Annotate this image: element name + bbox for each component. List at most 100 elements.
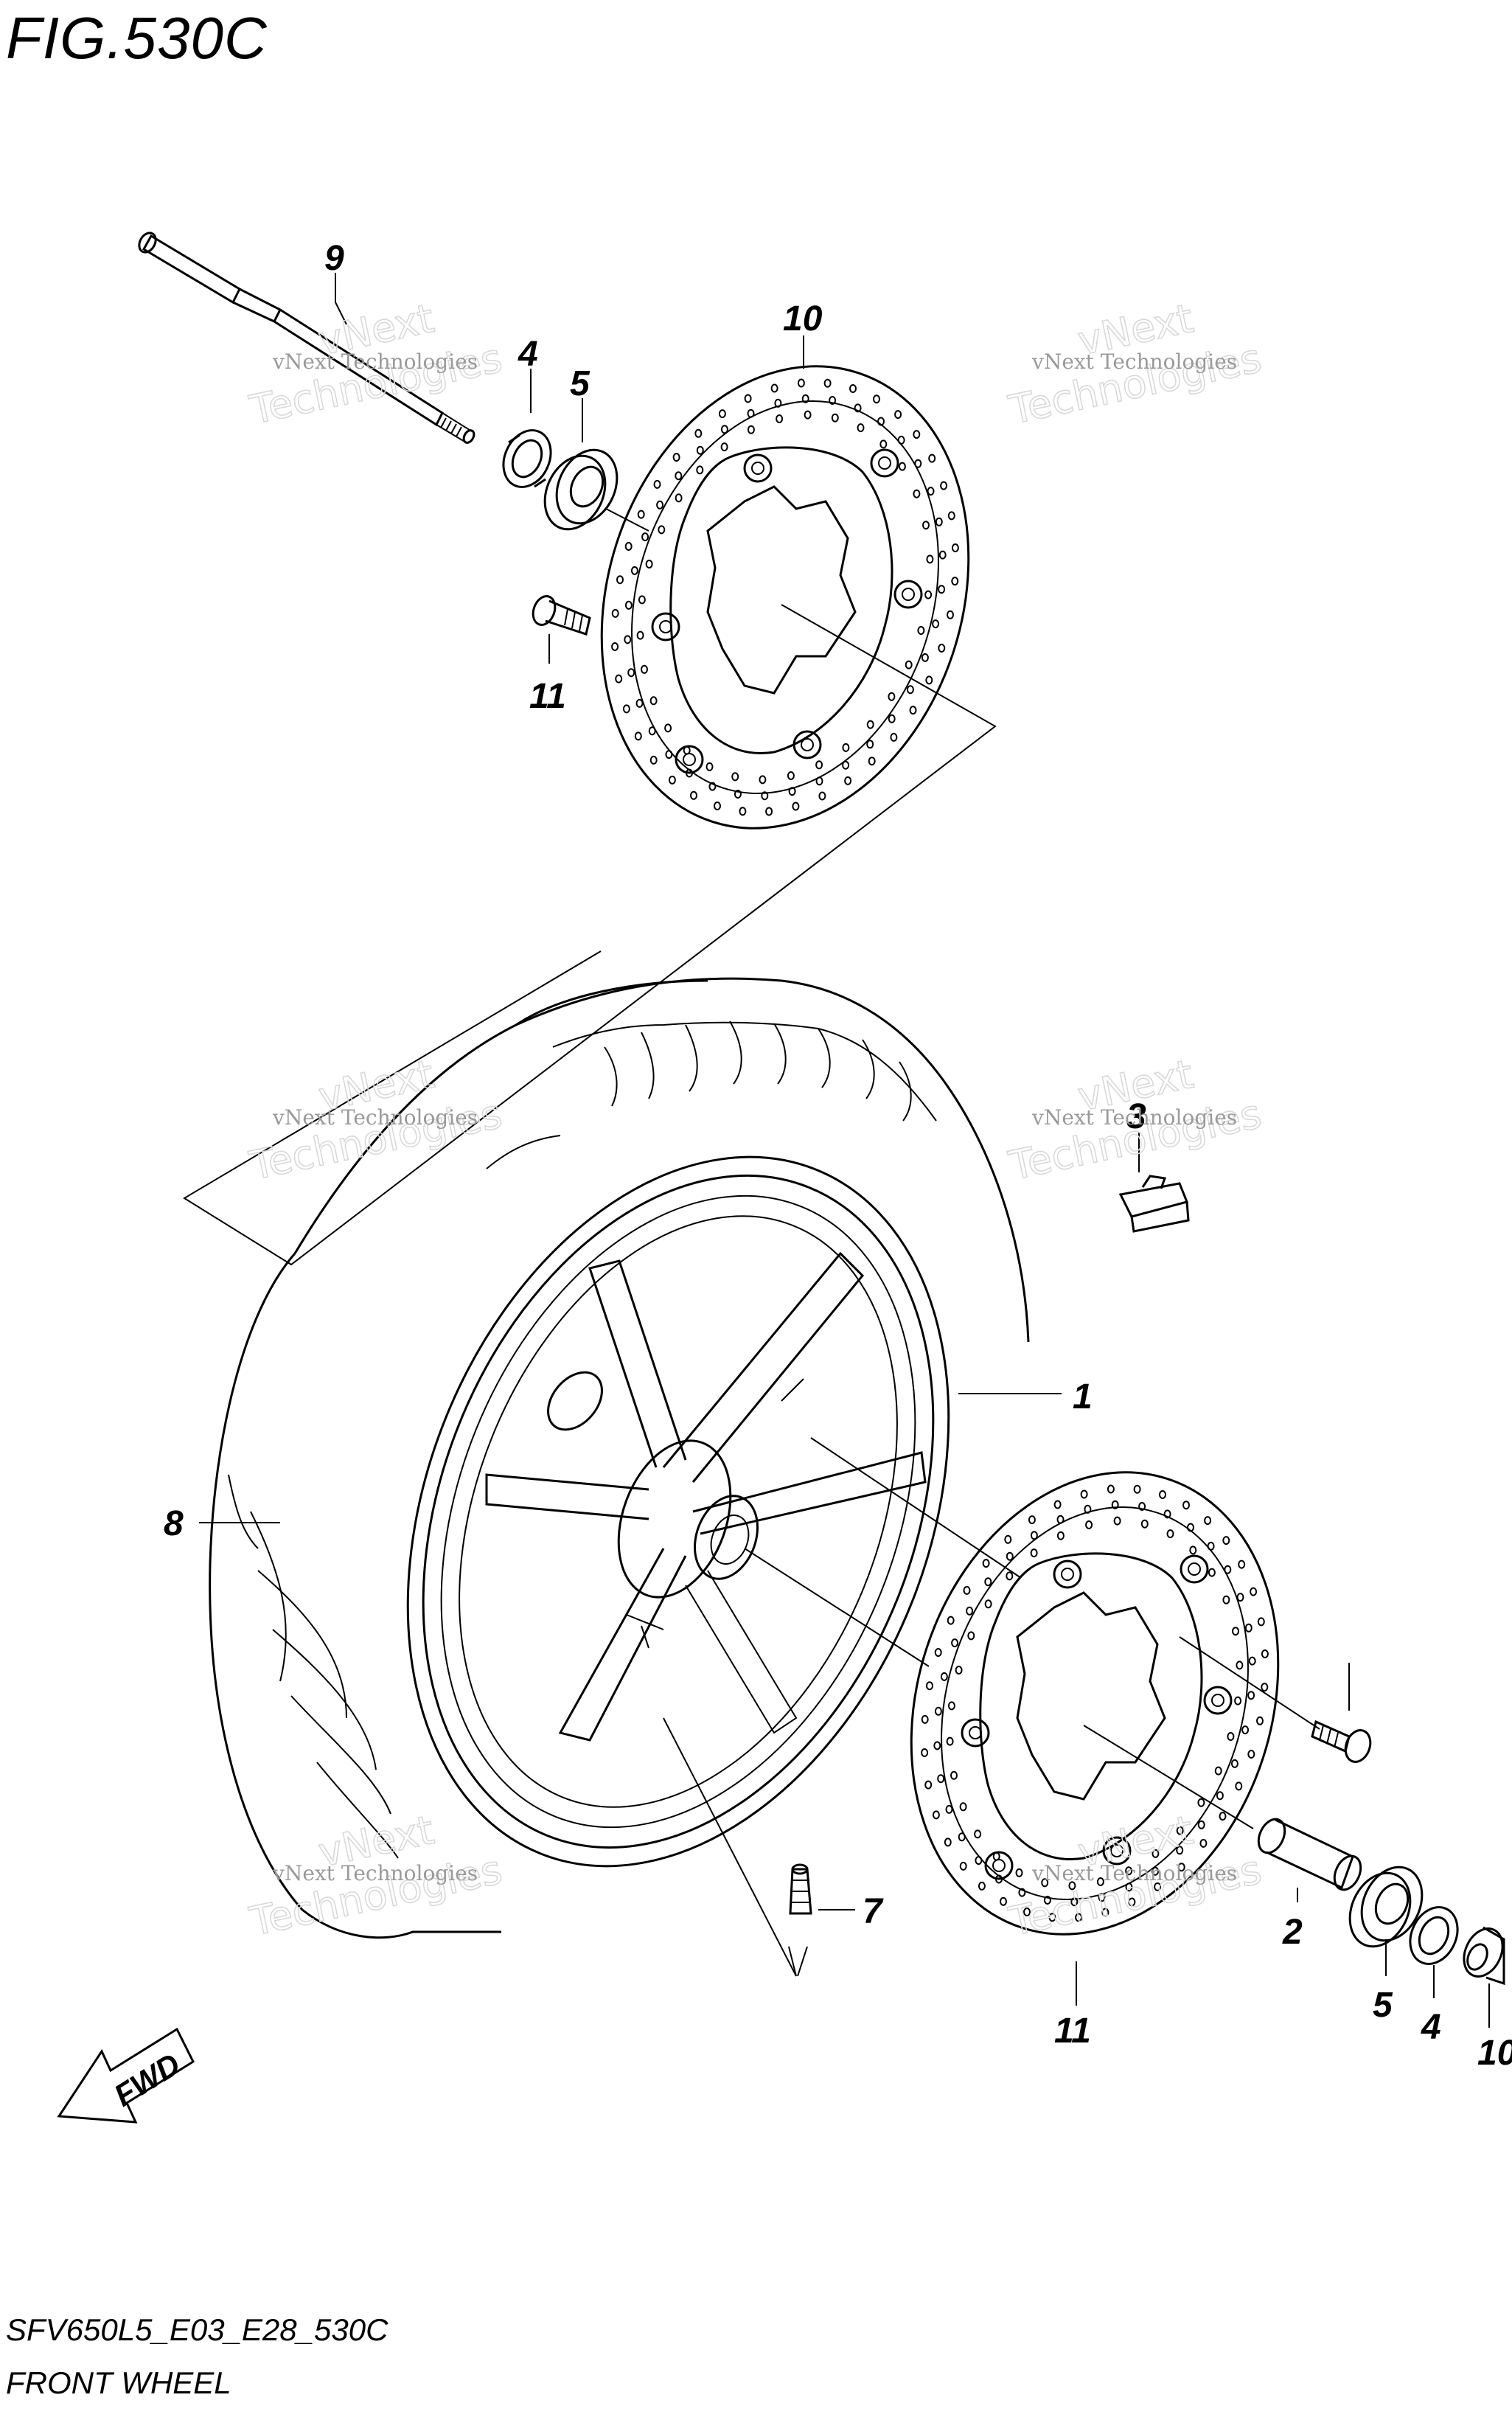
disc-perforation-hole — [888, 692, 896, 701]
disc-perforation-hole — [940, 1672, 948, 1681]
disc-perforation-hole — [720, 425, 728, 434]
disc-perforation-hole — [946, 1736, 954, 1746]
tire-valve-part-6[interactable] — [789, 1863, 812, 1915]
disc-perforation-hole — [720, 442, 728, 452]
disc-perforation-hole — [937, 1774, 945, 1784]
disc-perforation-hole — [940, 481, 948, 490]
disc-perforation-hole — [1176, 1826, 1184, 1835]
brake-disc-bottom-part-10[interactable] — [854, 1424, 1336, 1982]
axle-collar-part-9[interactable] — [1457, 1922, 1510, 1986]
disc-perforation-hole — [1230, 1759, 1238, 1768]
disc-perforation-hole — [894, 410, 902, 420]
disc-perforation-hole — [788, 787, 796, 796]
disc-perforation-hole — [1234, 1696, 1242, 1706]
disc-perforation-hole — [866, 720, 874, 729]
disc-perforation-hole — [1199, 1838, 1208, 1848]
disc-perforation-hole — [1250, 1587, 1258, 1596]
bearing-bottom-part-5[interactable] — [1339, 1857, 1434, 1956]
disc-perforation-hole — [627, 668, 635, 678]
disc-perforation-hole — [708, 782, 717, 791]
wheel-rim-part-1[interactable] — [307, 1076, 1048, 1947]
disc-perforation-hole — [959, 1802, 967, 1812]
disc-perforation-hole — [866, 740, 874, 749]
brake-disc-top-part-10[interactable] — [544, 318, 1026, 876]
disc-perforation-hole — [959, 1861, 967, 1871]
disc-perforation-hole — [967, 1631, 975, 1641]
bearing-top-part-5[interactable] — [534, 440, 629, 539]
disc-perforation-hole — [1216, 1791, 1224, 1801]
balance-weight-part-3[interactable] — [1118, 1175, 1190, 1233]
disc-perforation-hole — [668, 775, 676, 785]
disc-perforation-hole — [1125, 1882, 1133, 1892]
oil-seal-top-part-4[interactable] — [495, 423, 560, 495]
callout-3: 3 — [1126, 1097, 1146, 1136]
disc-perforation-hole — [966, 1606, 974, 1616]
disc-perforation-hole — [1154, 1882, 1162, 1891]
disc-perforation-hole — [1111, 1500, 1119, 1509]
disc-perforation-hole — [714, 802, 721, 810]
disc-perforation-hole — [928, 453, 936, 463]
disc-perforation-hole — [947, 1701, 955, 1711]
disc-perforation-hole — [1241, 1725, 1250, 1735]
disc-perforation-hole — [1070, 1897, 1079, 1907]
svg-text:vNext Technologies: vNext Technologies — [1031, 1105, 1237, 1130]
disc-bolt-top-part-11[interactable] — [529, 593, 591, 636]
disc-perforation-hole — [1204, 1516, 1212, 1526]
disc-perforation-hole — [951, 577, 959, 586]
tire-part-7[interactable] — [209, 977, 1030, 1939]
disc-perforation-hole — [984, 1599, 992, 1609]
disc-perforation-hole — [731, 772, 739, 782]
callout-5-bottom: 5 — [1373, 1986, 1393, 2025]
disc-perforation-hole — [648, 726, 656, 736]
disc-perforation-hole — [1041, 1878, 1049, 1888]
disc-bolt-bottom-part-11[interactable] — [1311, 1720, 1375, 1765]
disc-perforation-hole — [951, 543, 959, 552]
svg-text:vNext Technologies: vNext Technologies — [272, 350, 478, 374]
disc-perforation-hole — [934, 1648, 942, 1657]
disc-perforation-hole — [1208, 1568, 1216, 1577]
disc-perforation-hole — [616, 575, 624, 585]
disc-perforation-hole — [905, 660, 913, 670]
disc-perforation-hole — [947, 1616, 955, 1625]
disc-perforation-hole — [1214, 1766, 1222, 1776]
disc-perforation-hole — [1177, 1863, 1185, 1872]
disc-perforation-hole — [917, 626, 925, 635]
disc-perforation-hole — [958, 1832, 966, 1842]
disc-perforation-hole — [914, 459, 922, 468]
oil-seal-bottom-part-4[interactable] — [1401, 1899, 1466, 1972]
figure-title: FIG.530C — [6, 5, 268, 71]
disc-perforation-hole — [665, 750, 673, 759]
disc-perforation-hole — [1189, 1545, 1197, 1555]
disc-perforation-hole — [664, 723, 672, 733]
disc-perforation-hole — [624, 600, 633, 610]
disc-perforation-hole — [1138, 1502, 1146, 1511]
disc-perforation-hole — [1166, 1529, 1174, 1539]
disc-perforation-hole — [932, 1810, 940, 1820]
disc-perforation-hole — [1247, 1691, 1255, 1700]
disc-bottom-perforations — [921, 1484, 1269, 1922]
disc-perforation-hole — [1000, 1896, 1007, 1906]
front-axle-part-8[interactable] — [136, 230, 475, 445]
disc-perforation-hole — [1257, 1617, 1265, 1627]
disc-perforation-hole — [1053, 1500, 1062, 1509]
disc-perforation-hole — [706, 762, 714, 771]
disc-perforation-hole — [776, 414, 784, 423]
disc-perforation-hole — [921, 1748, 929, 1757]
disc-perforation-hole — [641, 532, 649, 542]
disc-perforation-hole — [1084, 1504, 1092, 1514]
disc-perforation-hole — [890, 732, 898, 742]
disc-perforation-hole — [635, 698, 644, 708]
spacer-part-2[interactable] — [1253, 1815, 1365, 1894]
disc-perforation-hole — [934, 1706, 942, 1716]
disc-perforation-hole — [849, 384, 857, 393]
disc-perforation-hole — [787, 771, 795, 780]
disc-perforation-hole — [765, 807, 773, 816]
disc-perforation-hole — [1028, 1515, 1036, 1525]
disc-perforation-hole — [978, 1881, 986, 1891]
disc-perforation-hole — [1197, 1798, 1205, 1807]
callout-2: 2 — [1282, 1913, 1303, 1952]
disc-perforation-hole — [770, 383, 778, 393]
disc-perforation-hole — [1182, 1501, 1190, 1510]
disc-perforation-hole — [935, 517, 943, 526]
callout-1: 1 — [1073, 1377, 1093, 1416]
